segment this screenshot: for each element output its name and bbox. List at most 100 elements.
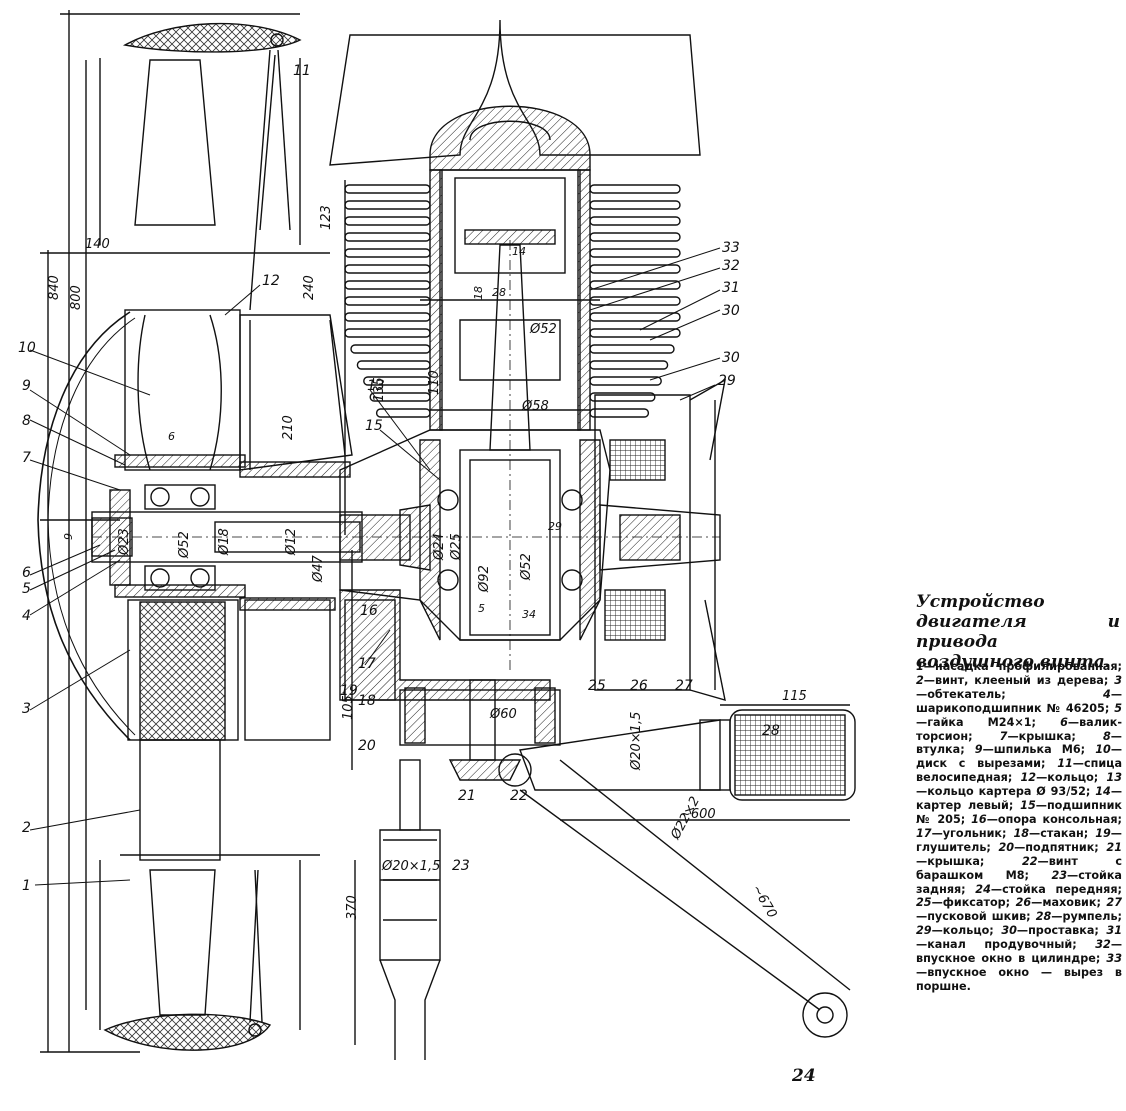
legend-item-number: 29 — [916, 924, 932, 938]
legend-item: 2—винт, клееный из дерева; — [916, 673, 1109, 687]
cylinder-fin — [589, 344, 675, 354]
cylinder-fin — [589, 184, 681, 194]
legend-item-number: 21 — [1106, 840, 1122, 854]
dim-210: 210 — [281, 415, 296, 440]
legend-item-text: втулка; — [916, 743, 965, 757]
callout-23: 23 — [452, 858, 470, 874]
callout-21: 21 — [458, 788, 476, 804]
cylinder-fin — [589, 264, 681, 274]
dim-28: 28 — [492, 286, 506, 299]
callout-32: 32 — [722, 258, 740, 274]
legend-item-text: румпель; — [1062, 910, 1122, 924]
nozzle-top-section — [99, 22, 302, 311]
legend-item-number: 28 — [1035, 910, 1052, 924]
dim-52-shaft: Ø52 — [177, 531, 192, 559]
callout-17: 17 — [358, 656, 376, 672]
cylinder-fin — [375, 408, 431, 418]
legend-item-text: валик-торсион; — [916, 715, 1122, 743]
cylinder-fin — [344, 312, 431, 322]
legend-item-text: стакан; — [1040, 826, 1089, 840]
legend-item-number: 13 — [1106, 771, 1122, 785]
legend-item-text: подпятник; — [1025, 840, 1099, 854]
legend-item-text: глушитель; — [916, 840, 991, 854]
dim-800: 800 — [69, 285, 84, 310]
legend-item-text: опора консольная; — [997, 812, 1123, 826]
cylinder-fin — [344, 264, 431, 274]
cylinder-fin — [589, 200, 681, 210]
cylinder-fin — [344, 216, 431, 226]
legend-item: 9—шпилька М6; — [974, 743, 1086, 757]
dim-6: 6 — [168, 430, 175, 443]
legend: 1—насадка профилированная; 2—винт, клеен… — [916, 660, 1122, 994]
legend-item: 17—угольник; — [916, 826, 1007, 840]
legend-item: 8—втулка; — [916, 729, 1122, 757]
cylinder-fin — [589, 392, 656, 402]
legend-item-number: 26 — [1015, 896, 1032, 910]
legend-item: 15—подшипник № 205; — [916, 799, 1122, 826]
dim-25: Ø25 — [449, 533, 464, 561]
dim-29: 29 — [548, 520, 562, 533]
legend-item-text: крышка; — [1018, 729, 1076, 743]
legend-item: 23—стойка задняя; — [916, 868, 1122, 896]
propeller-hub — [91, 309, 720, 861]
callout-27: 27 — [675, 678, 693, 694]
legend-item: 22—винт с барашком М8; — [916, 854, 1122, 882]
legend-item-text: маховик; — [1042, 896, 1101, 910]
legend-item: 25—фиксатор; — [916, 896, 1011, 910]
dim-60: Ø60 — [489, 707, 517, 722]
tiller — [498, 709, 856, 1038]
legend-item-text: канал продувочный; — [927, 938, 1077, 952]
legend-item: 26—маховик; — [1015, 896, 1101, 910]
dim-18: 18 — [472, 286, 485, 300]
callout-11: 11 — [293, 63, 311, 79]
callout-29: 29 — [718, 373, 736, 389]
legend-item: 12—кольцо; — [1020, 771, 1099, 785]
callout-13: 13 — [367, 378, 385, 394]
legend-item-number: 23 — [1051, 868, 1068, 882]
cylinder-fin — [589, 280, 681, 290]
legend-item: 28—румпель; — [1035, 910, 1122, 924]
dim-140: 140 — [85, 237, 110, 252]
legend-item-text: фиксатор; — [942, 896, 1011, 910]
cylinder-fin — [589, 376, 662, 386]
callout-6: 6 — [22, 565, 31, 581]
legend-item: 24—стойка передняя; — [975, 882, 1122, 896]
legend-item-text: впускное окно в цилиндре; — [916, 952, 1101, 966]
cylinder-fin — [589, 360, 669, 370]
dimension-labels: 840 800 140 123 240 210 135 110 105 370 … — [47, 205, 807, 921]
legend-item: 30—проставка; — [1001, 924, 1099, 938]
legend-item-number: 18 — [1013, 826, 1030, 840]
legend-item: 1—насадка профилированная; — [916, 660, 1122, 673]
callout-30b: 30 — [722, 350, 740, 366]
legend-item: 18—стакан; — [1013, 826, 1089, 840]
callout-18: 18 — [358, 693, 376, 709]
legend-item-number: 15 — [1020, 799, 1036, 813]
legend-item-number: 25 — [916, 896, 932, 910]
callout-20: 20 — [358, 738, 376, 754]
legend-item-text: кольцо; — [1047, 771, 1099, 785]
cylinder-fin — [369, 392, 431, 402]
cylinder-fin — [344, 328, 431, 338]
callout-16: 16 — [360, 603, 378, 619]
legend-item-number: 19 — [1095, 826, 1111, 840]
legend-item: 10—диск с вырезами; — [916, 743, 1122, 771]
callout-4: 4 — [22, 608, 31, 624]
dim-840: 840 — [47, 275, 62, 300]
callout-12: 12 — [262, 273, 280, 289]
callout-5: 5 — [22, 581, 31, 597]
cylinder-head — [329, 19, 701, 171]
legend-item-number: 3 — [1114, 673, 1122, 687]
legend-item-number: 6 — [1060, 715, 1068, 729]
callout-1: 1 — [22, 878, 31, 894]
legend-item: 16—опора консольная; — [971, 812, 1123, 826]
legend-item-text: шарикоподшипник № 46205; — [916, 701, 1110, 715]
legend-item-text: крышка; — [927, 854, 985, 868]
callout-30a: 30 — [722, 303, 740, 319]
legend-item-number: 27 — [1106, 896, 1122, 910]
legend-item: 20—подпятник; — [998, 840, 1099, 854]
dim-12: Ø12 — [284, 528, 299, 556]
legend-item: 4—шарикоподшипник № 46205; — [916, 687, 1122, 715]
legend-item-number: 12 — [1020, 771, 1037, 785]
legend-item: 27—пусковой шкив; — [916, 896, 1122, 924]
legend-item-number: 7 — [999, 729, 1008, 743]
